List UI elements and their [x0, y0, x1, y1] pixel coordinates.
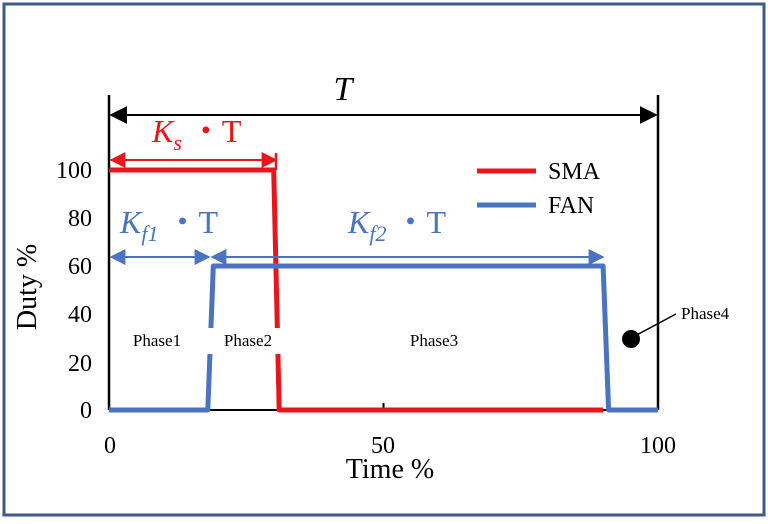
y-tick-label: 40	[68, 302, 92, 328]
phase4-label: Phase4	[681, 304, 730, 323]
x-tick-label: 50	[371, 433, 395, 459]
phase3-label: Phase3	[410, 331, 458, 350]
y-tick-label: 20	[68, 351, 92, 377]
y-tick-label: 80	[68, 206, 92, 232]
x-tick-label: 0	[104, 433, 116, 459]
ks-label: Ks・T	[151, 113, 242, 155]
legend: SMA FAN	[477, 159, 601, 219]
phase4-marker	[622, 330, 640, 348]
x-tick-label: 100	[640, 433, 676, 459]
y-tick-label: 60	[68, 254, 92, 280]
y-axis-title: Duty %	[12, 244, 43, 330]
series-layer	[109, 167, 658, 413]
series-line-sma	[109, 167, 604, 413]
phase4-leader-line	[630, 313, 677, 339]
series-fan	[109, 263, 658, 413]
kf1-label: Kf1・T	[119, 204, 218, 246]
series-line-fan	[109, 263, 658, 413]
legend-label-sma: SMA	[548, 159, 601, 185]
y-tick-label: 0	[80, 398, 92, 424]
phase2-label-bg	[204, 328, 284, 354]
series-sma	[109, 167, 604, 413]
phase2-label: Phase2	[224, 331, 272, 350]
period-label: T	[334, 71, 355, 108]
y-tick-label: 100	[56, 158, 92, 184]
x-axis-title: Time %	[346, 454, 434, 485]
legend-label-fan: FAN	[548, 193, 594, 219]
kf2-label: Kf2・T	[347, 204, 446, 246]
phase1-label: Phase1	[133, 331, 181, 350]
